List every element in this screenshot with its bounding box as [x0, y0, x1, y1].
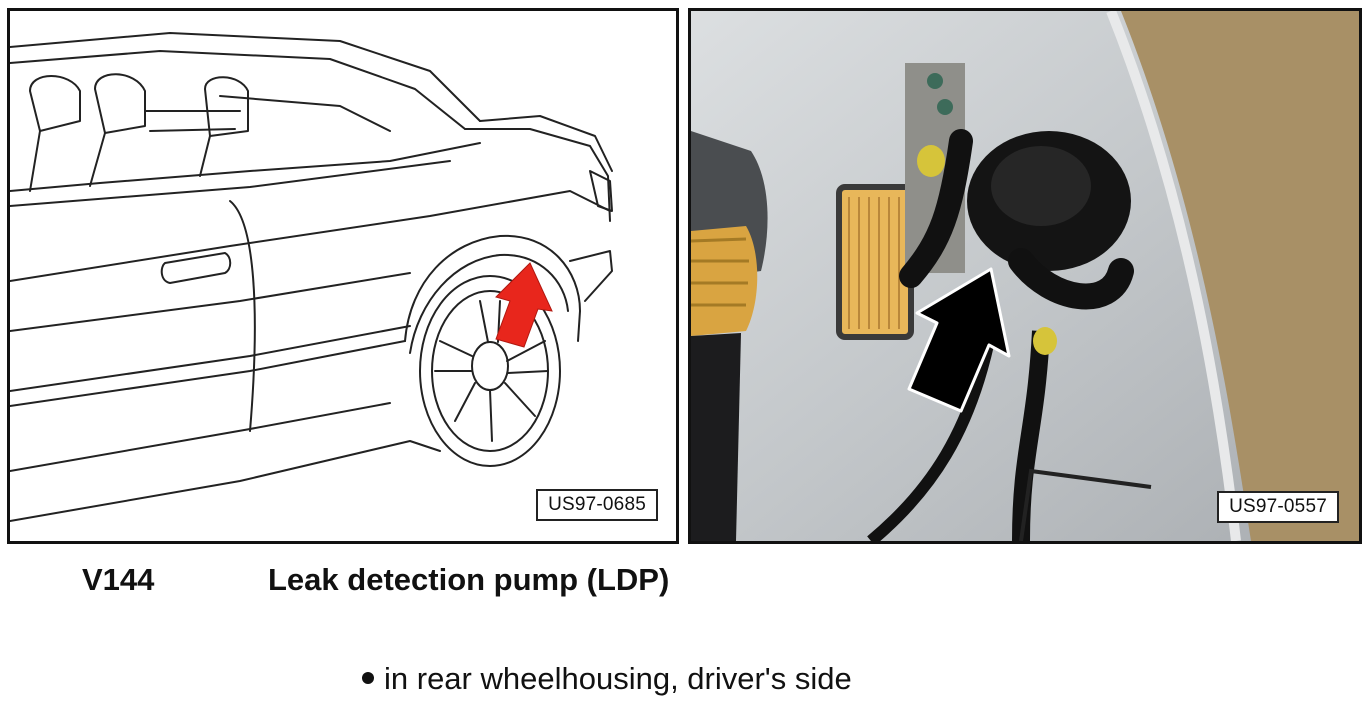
location-bullet: in rear wheelhousing, driver's side [362, 661, 852, 697]
location-text: in rear wheelhousing, driver's side [384, 661, 852, 696]
component-name: Leak detection pump (LDP) [268, 562, 670, 597]
ldp-photograph [691, 11, 1359, 541]
location-arrow-icon [495, 262, 553, 348]
figure-reference-left: US97-0685 [536, 489, 658, 521]
component-code: V144 [82, 562, 155, 597]
car-diagram-panel: US97-0685 [7, 8, 679, 544]
location-arrow-icon [907, 267, 1011, 413]
car-line-drawing [10, 32, 613, 522]
ldp-photo-panel: US97-0557 [688, 8, 1362, 544]
bullet-icon [362, 671, 374, 684]
figure-reference-right: US97-0557 [1217, 491, 1339, 523]
